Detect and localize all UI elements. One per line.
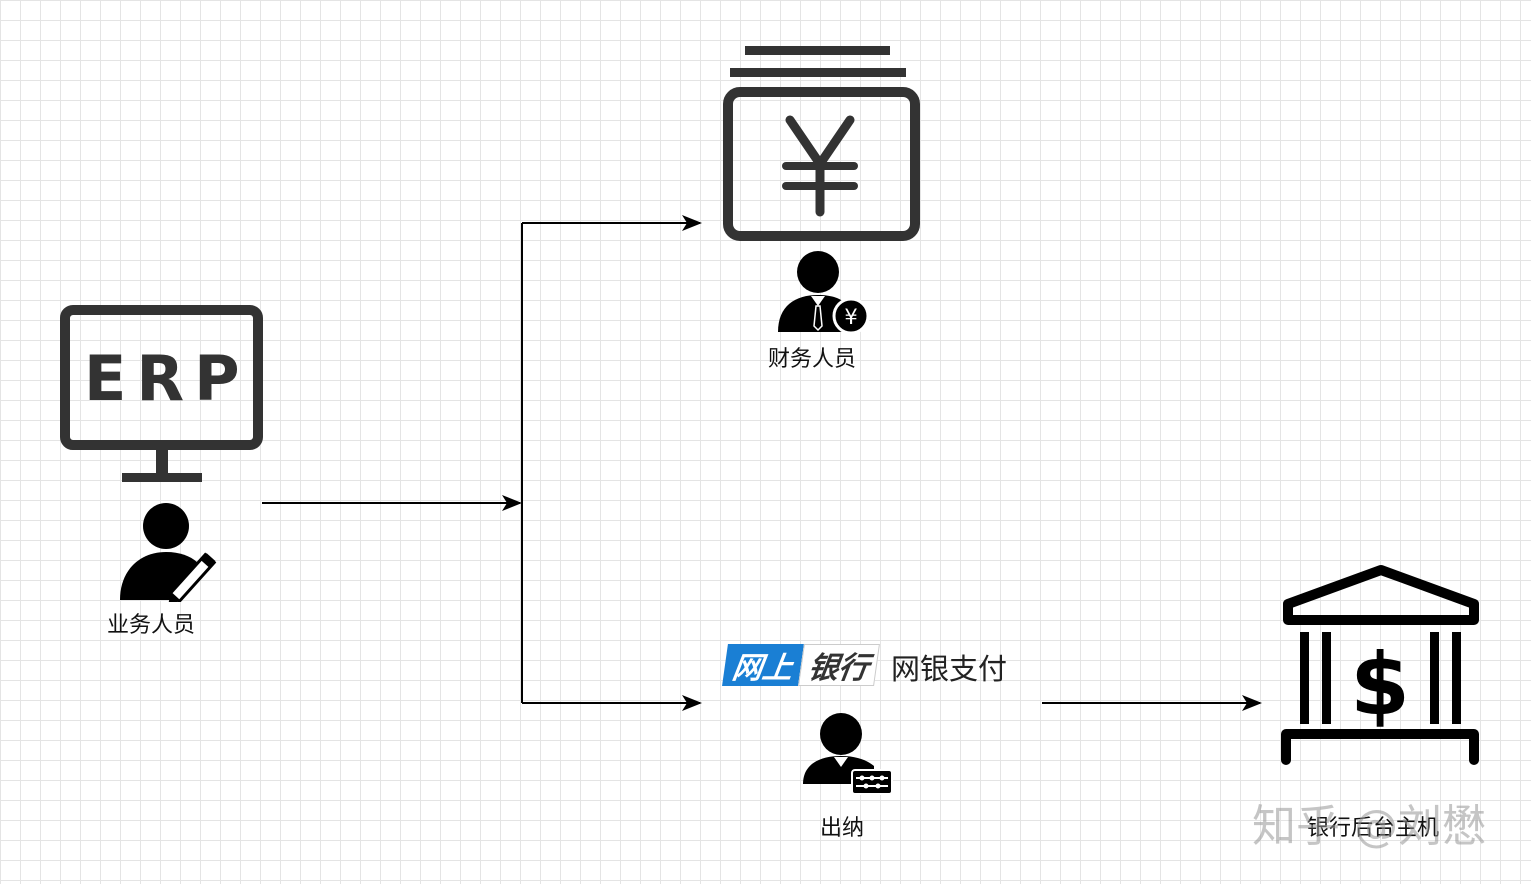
online-bank-logo: 网上 银行 xyxy=(722,644,880,686)
online-pay-label: 网银支付 xyxy=(891,652,1008,686)
monitor-icon xyxy=(60,305,263,482)
finance-person-label: 财务人员 xyxy=(768,347,857,372)
bank-building-icon: $ xyxy=(1281,565,1479,765)
yen-badge: ¥ xyxy=(844,305,857,329)
bank-host-label: 银行后台主机 xyxy=(1307,816,1440,841)
online-bank-logo-left: 网上 xyxy=(722,644,804,686)
money-stack-icon xyxy=(723,46,920,241)
person-with-yen-icon: ¥ xyxy=(778,251,870,335)
person-with-pen-icon xyxy=(120,503,217,602)
erp-screen-text: ERP xyxy=(84,342,250,415)
watermark: 知乎 @刘懋 xyxy=(1252,801,1486,852)
svg-text:$: $ xyxy=(1350,635,1410,735)
online-bank-logo-right: 银行 xyxy=(798,644,880,686)
business-person-label: 业务人员 xyxy=(107,613,196,638)
cashier-label: 出纳 xyxy=(820,816,865,841)
person-with-abacus-icon xyxy=(803,713,893,795)
